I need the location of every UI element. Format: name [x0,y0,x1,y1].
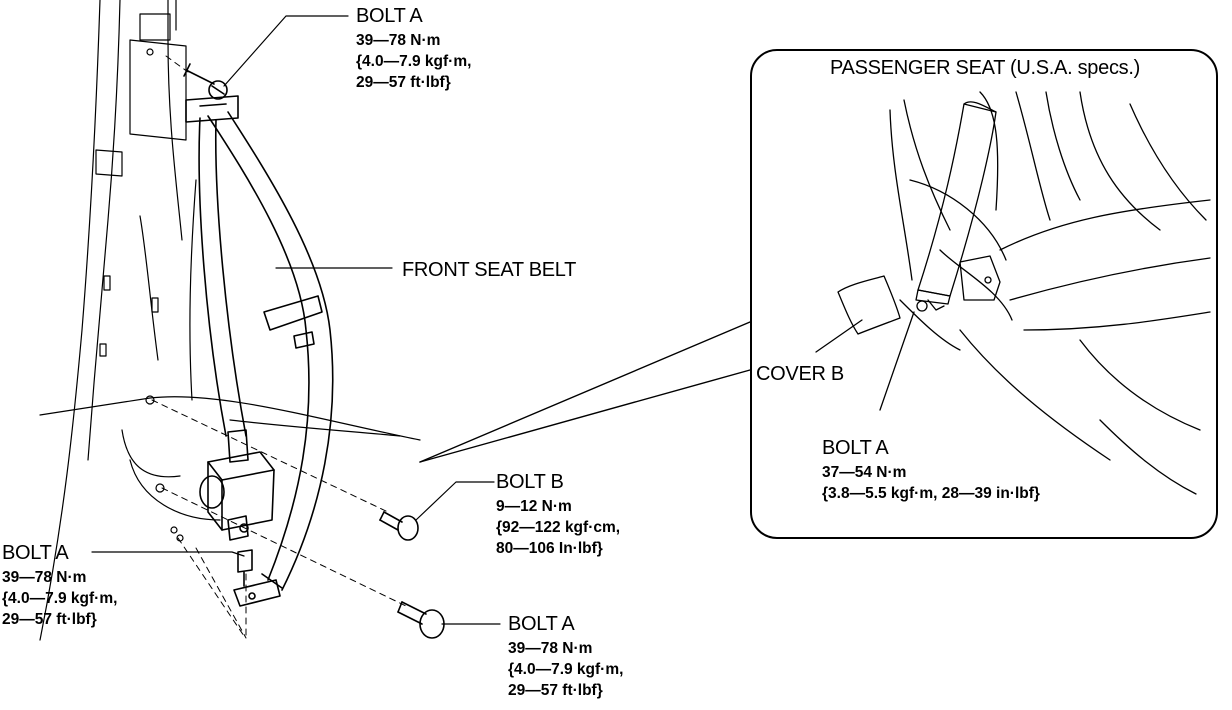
bolt-b-label: BOLT B 9—12 N·m {92—122 kgf·cm, 80—106 I… [496,472,620,559]
bolt-a-bottom-spec-1: 39—78 N·m [508,640,593,657]
bolt-a-left-spec-2: {4.0—7.9 kgf·m, [2,590,118,607]
inset-bolt-a-label: BOLT A 37—54 N·m {3.8—5.5 kgf·m, 28—39 i… [822,438,1040,504]
belt-webbing [185,95,334,591]
bolt-a-left-name: BOLT A [2,542,69,564]
leader-lines [91,15,501,625]
inset-bolt-a-spec-1: 37—54 N·m [822,464,907,481]
bolt-a-bottom-spec-3: 29—57 ft·lbf} [508,682,603,699]
inset-drawing [815,91,1211,495]
bolt-a-top-spec-2: {4.0—7.9 kgf·m, [356,53,472,70]
bolt-a-left-label: BOLT A 39—78 N·m {4.0—7.9 kgf·m, 29—57 f… [2,543,117,630]
bolt-a-bottom-spec-2: {4.0—7.9 kgf·m, [508,661,624,678]
bolt-a-top-spec-1: 39—78 N·m [356,32,441,49]
bolt-b-spec-3: 80—106 In·lbf} [496,540,603,557]
bolt-b-spec-2: {92—122 kgf·cm, [496,519,621,536]
inset-title: PASSENGER SEAT (U.S.A. specs.) [830,57,1140,79]
bolt-a-top-label: BOLT A 39—78 N·m {4.0—7.9 kgf·m, 29—57 f… [356,6,471,93]
inset-frame [750,49,1218,539]
cover-b-label: COVER B [756,363,844,385]
bolt-a-bottom-name: BOLT A [508,613,575,635]
inset-bolt-a-name: BOLT A [822,437,889,459]
bolt-a-left-spec-1: 39—78 N·m [2,569,87,586]
bolt-a-bottom-drawing [397,601,445,639]
front-seat-belt-label: FRONT SEAT BELT [402,259,577,281]
top-anchor-bolt [183,63,228,100]
bolt-b-drawing [379,511,419,541]
b-pillar-outline [39,0,421,641]
bolt-a-top-name: BOLT A [356,5,423,27]
retractor [199,429,275,541]
inset-bolt-a-spec-2: {3.8—5.5 kgf·m, 28—39 in·lbf} [822,485,1040,502]
bolt-a-left-spec-3: 29—57 ft·lbf} [2,611,97,628]
bolt-b-name: BOLT B [496,471,564,493]
lower-anchor [233,549,283,607]
bolt-a-bottom-label: BOLT A 39—78 N·m {4.0—7.9 kgf·m, 29—57 f… [508,614,623,701]
bolt-b-spec-1: 9—12 N·m [496,498,572,515]
alignment-dashes [151,55,407,641]
callout-wedge [419,321,751,463]
bolt-a-top-spec-3: 29—57 ft·lbf} [356,74,451,91]
